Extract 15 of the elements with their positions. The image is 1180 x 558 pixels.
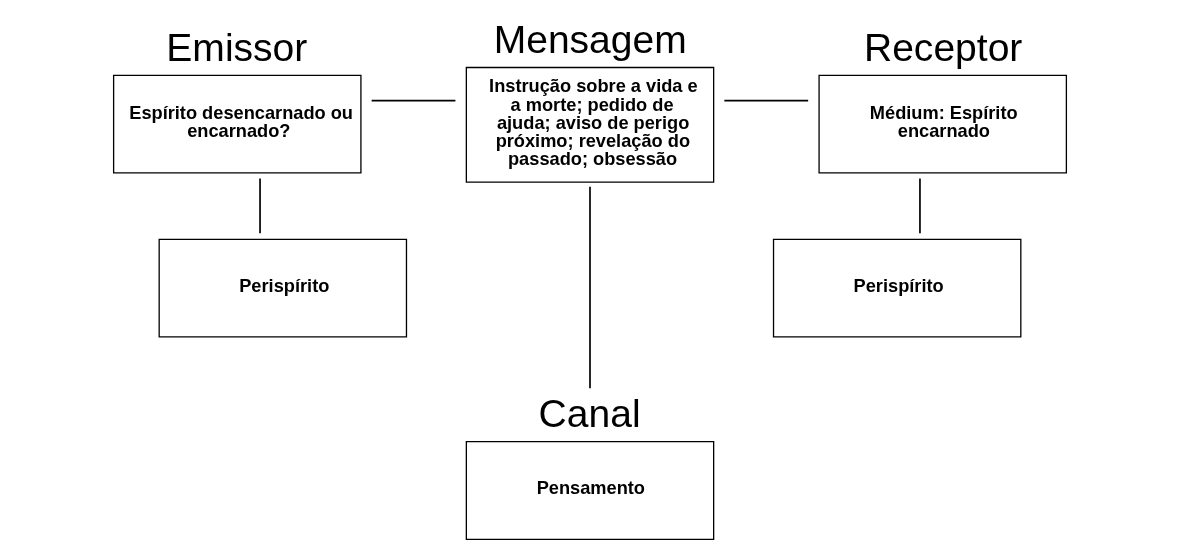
node-label: Mensagem <box>493 18 687 62</box>
node-box: Espírito desencarnado ou encarnado? <box>112 74 362 174</box>
connector <box>259 177 261 235</box>
connector <box>589 186 591 390</box>
connector <box>370 99 457 102</box>
node-label: Canal <box>538 392 641 436</box>
connector <box>723 99 809 102</box>
node-box: Perispírito <box>158 238 408 338</box>
node-label: Receptor <box>863 25 1023 69</box>
node-label: Emissor <box>166 25 308 69</box>
node-box: Médium: Espírito encarnado <box>818 74 1068 174</box>
node-box: Instrução sobre a vida e a morte; pedido de ajuda; aviso de perigo próximo; revelação do passado; obsessão <box>465 66 715 183</box>
node-box: Pensamento <box>465 441 715 540</box>
node-box: Perispírito <box>772 238 1022 338</box>
connector <box>919 177 921 235</box>
